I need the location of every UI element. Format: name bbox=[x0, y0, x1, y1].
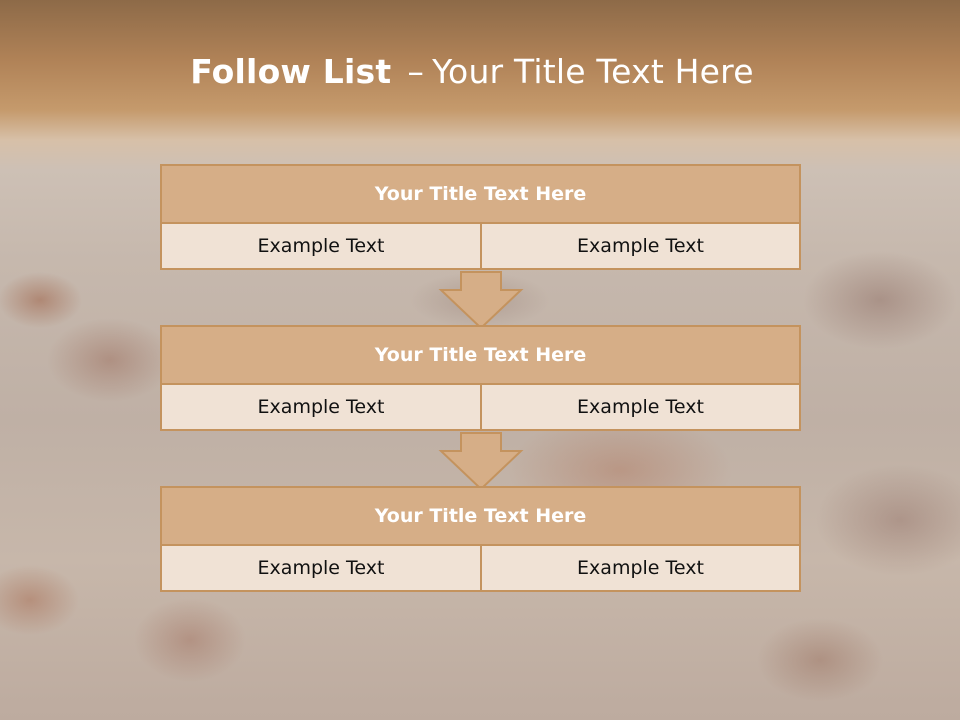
block-title[interactable]: Your Title Text Here bbox=[162, 166, 799, 222]
slide-title: Follow List–Your Title Text Here bbox=[0, 52, 944, 91]
block-cell-left[interactable]: Example Text bbox=[162, 385, 480, 429]
block-cell-right[interactable]: Example Text bbox=[482, 224, 799, 268]
title-dash: – bbox=[407, 52, 425, 91]
block-title[interactable]: Your Title Text Here bbox=[162, 327, 799, 383]
block-cell-right[interactable]: Example Text bbox=[482, 385, 799, 429]
block-cell-left[interactable]: Example Text bbox=[162, 546, 480, 590]
title-bold: Follow List bbox=[190, 52, 392, 91]
down-arrow-icon bbox=[438, 271, 524, 330]
list-block-3: Your Title Text Here Example Text Exampl… bbox=[160, 486, 801, 592]
block-cell-right[interactable]: Example Text bbox=[482, 546, 799, 590]
block-cell-left[interactable]: Example Text bbox=[162, 224, 480, 268]
list-block-2: Your Title Text Here Example Text Exampl… bbox=[160, 325, 801, 431]
list-block-1: Your Title Text Here Example Text Exampl… bbox=[160, 164, 801, 270]
block-title[interactable]: Your Title Text Here bbox=[162, 488, 799, 544]
title-rest: Your Title Text Here bbox=[432, 52, 754, 91]
down-arrow-icon bbox=[438, 432, 524, 491]
